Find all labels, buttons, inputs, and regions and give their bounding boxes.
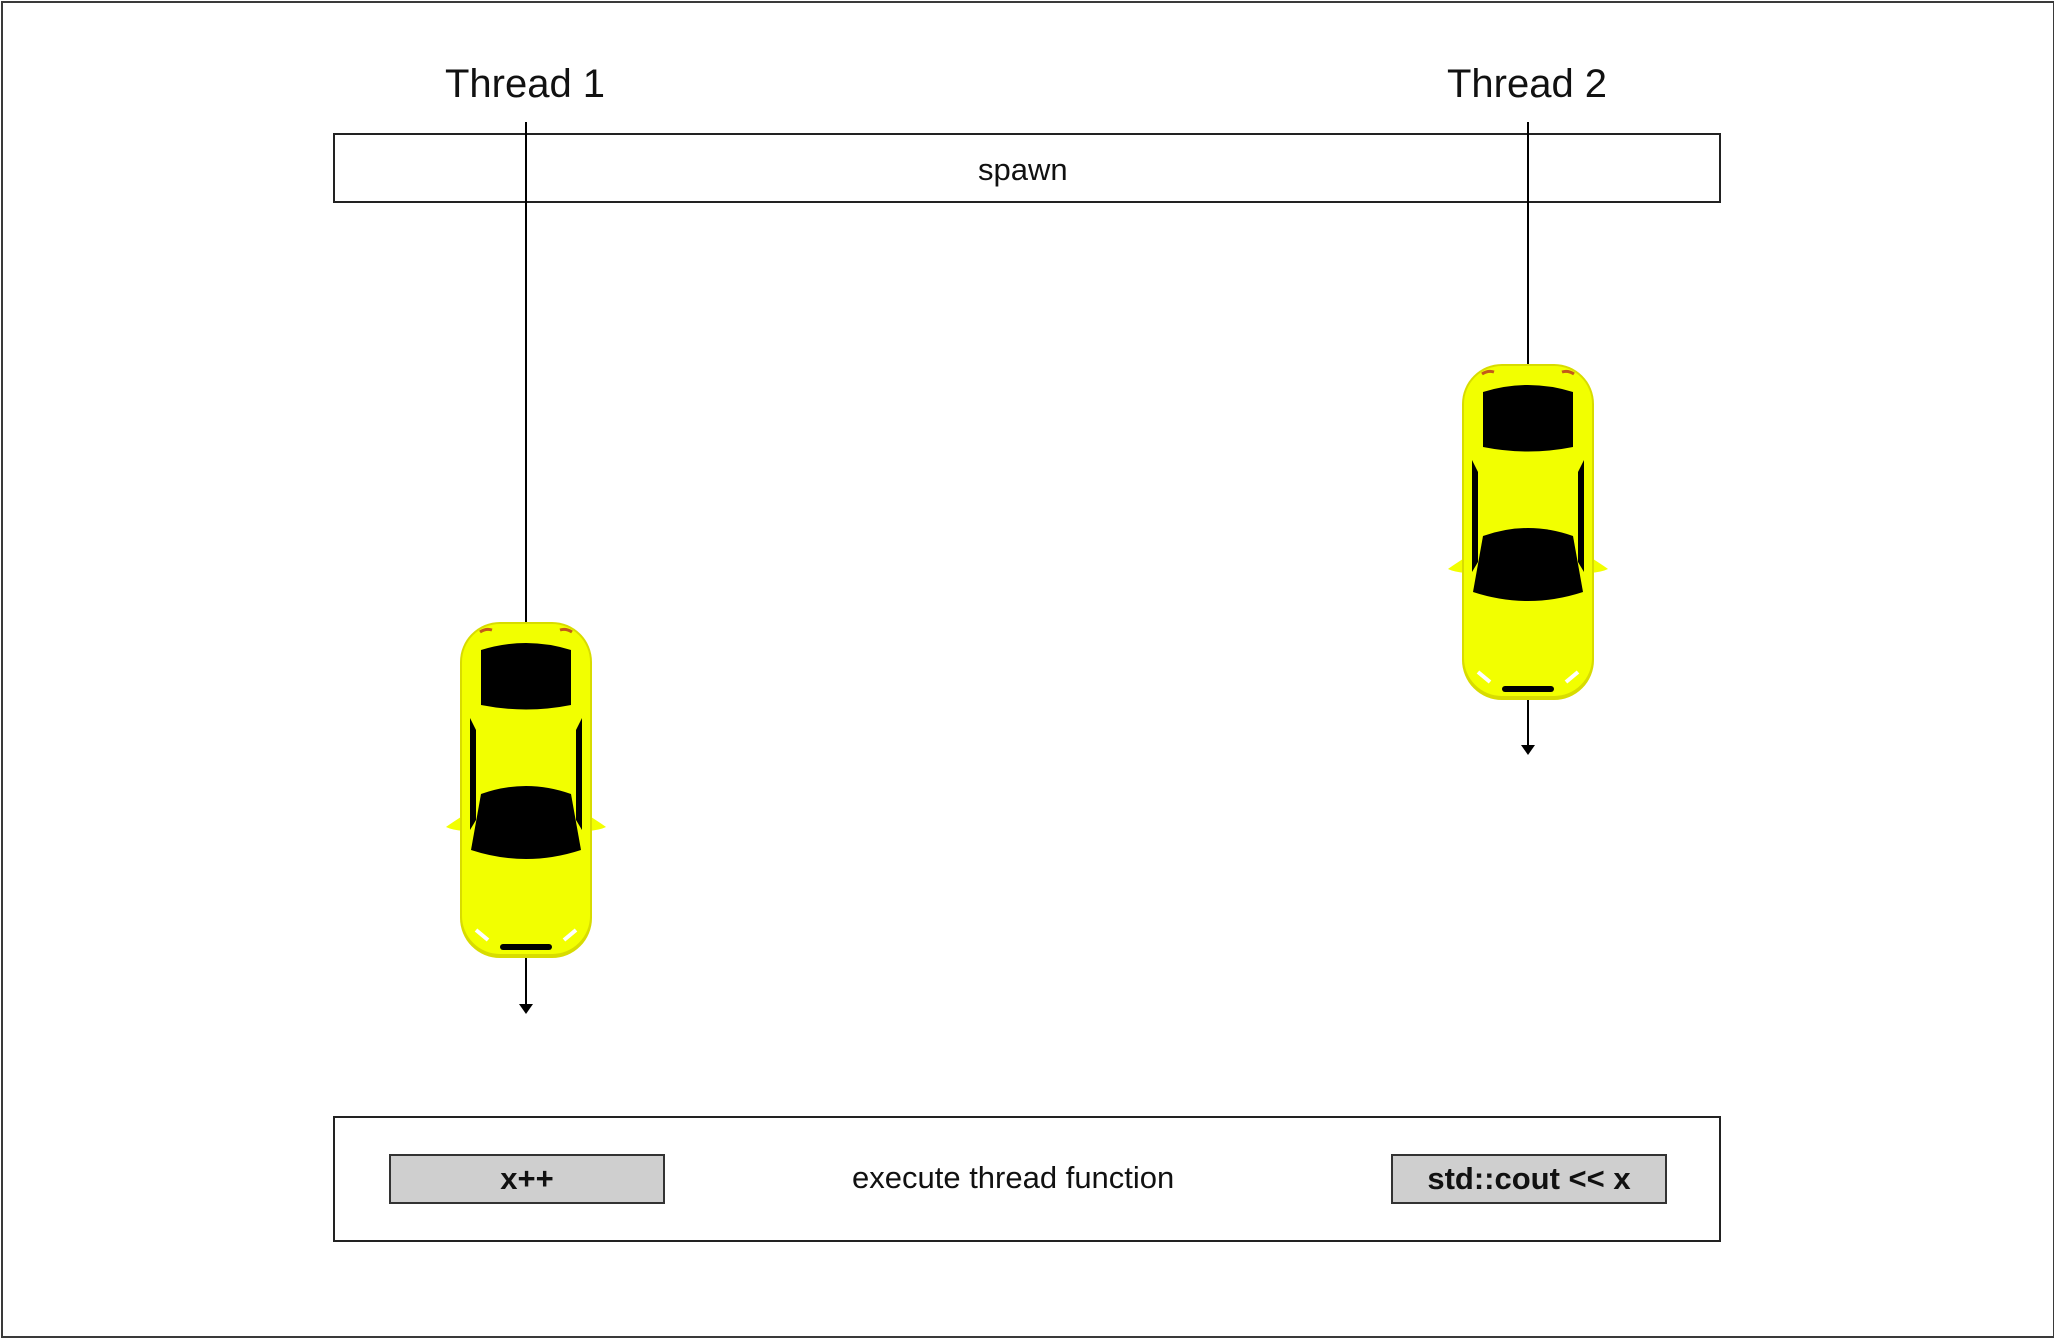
thread-2-operation: std::cout << x bbox=[1391, 1154, 1667, 1204]
thread-1-operation: x++ bbox=[389, 1154, 665, 1204]
car-icon bbox=[1446, 362, 1610, 702]
execute-box: execute thread function x++ std::cout <<… bbox=[333, 1116, 1721, 1242]
thread-2-label: Thread 2 bbox=[1446, 62, 1608, 106]
car-icon bbox=[444, 620, 608, 960]
spawn-label: spawn bbox=[978, 152, 1068, 187]
thread-1-label: Thread 1 bbox=[444, 62, 606, 106]
spawn-box: spawn bbox=[333, 133, 1721, 203]
execute-label: execute thread function bbox=[852, 1160, 1175, 1195]
